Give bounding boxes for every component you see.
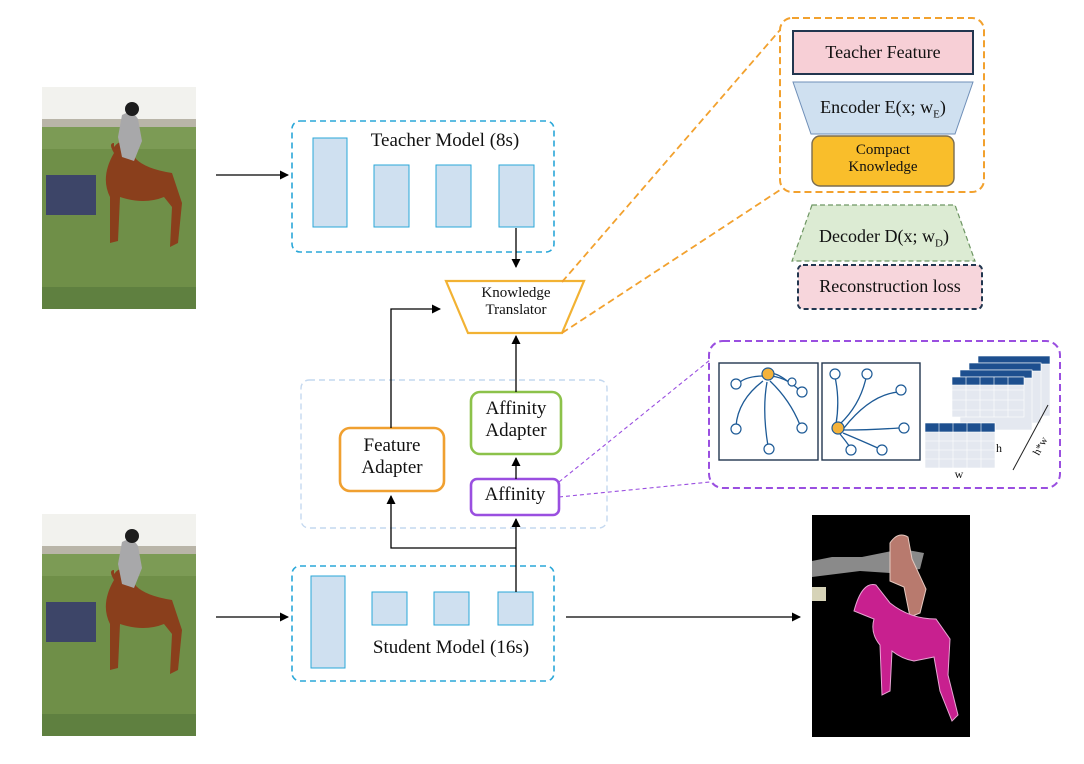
knowledge-translator-line1: Knowledge <box>481 285 551 301</box>
reconstruction-loss-label: Reconstruction loss <box>819 276 961 296</box>
decoder-subscript: D <box>935 237 943 250</box>
hw-brace <box>1012 404 1049 471</box>
compact-line2: Knowledge <box>848 159 918 176</box>
graph-1-center-node <box>761 367 775 381</box>
student-block-2 <box>371 591 408 626</box>
knowledge-translator-label: Knowledge Translator <box>466 285 566 320</box>
affinity-matrix-small <box>924 422 996 469</box>
teacher-feature-box <box>792 30 974 75</box>
student-block-3 <box>433 591 470 626</box>
matrix-h-label: h <box>996 441 1002 455</box>
student-model-box <box>291 565 555 682</box>
reconstruction-loss-box <box>797 264 983 310</box>
compact-knowledge-box <box>811 135 955 187</box>
knowledge-translator-line2: Translator <box>485 302 547 319</box>
encoder-text: Encoder E(x; w <box>820 97 934 117</box>
teacher-block-1 <box>312 137 348 228</box>
graph-2-center-node <box>831 421 845 435</box>
input-image-bottom <box>42 514 196 736</box>
encoder-shape <box>792 81 974 135</box>
segmentation-output <box>812 515 970 737</box>
compact-knowledge-label: Compact Knowledge <box>812 142 954 177</box>
teacher-feature-label: Teacher Feature <box>825 42 941 62</box>
compact-line1: Compact <box>855 142 911 158</box>
affinity-label: Affinity <box>484 484 546 505</box>
student-block-1 <box>310 575 346 669</box>
feature-adapter-box <box>338 426 446 493</box>
teacher-block-4 <box>498 164 535 228</box>
student-model-title: Student Model (16s) <box>372 637 530 658</box>
matrix-w-label: w <box>954 467 964 481</box>
teacher-block-2 <box>373 164 410 228</box>
graph-1-nodes <box>730 377 808 455</box>
graph-2-nodes <box>829 368 910 456</box>
feature-adapter-line1: Feature <box>363 435 421 456</box>
teacher-model-box <box>291 120 555 253</box>
feature-adapter-label: Feature Adapter <box>340 435 444 479</box>
affinity-adapter-label: Affinity Adapter <box>471 398 561 442</box>
encoder-label: Encoder E(x; wE) <box>793 97 973 121</box>
adapter-region-box <box>300 379 608 529</box>
encoder-subscript: E <box>933 108 940 121</box>
translator-detail-box <box>779 17 985 193</box>
graph-panel-2 <box>821 362 921 461</box>
feature-adapter-line2: Adapter <box>361 456 423 478</box>
student-block-4 <box>497 591 534 626</box>
affinity-adapter-line2: Adapter <box>485 419 547 441</box>
decoder-text: Decoder D(x; w <box>819 226 935 246</box>
decoder-label: Decoder D(x; wD) <box>793 226 975 250</box>
encoder-close: ) <box>939 97 946 117</box>
affinity-adapter-line1: Affinity <box>485 398 547 419</box>
input-image-top <box>42 87 196 309</box>
decoder-close: ) <box>942 226 949 246</box>
teacher-block-3 <box>435 164 472 228</box>
affinity-matrix-stack <box>951 355 1051 431</box>
teacher-model-title: Teacher Model (8s) <box>370 130 520 151</box>
decoder-shape <box>791 204 976 262</box>
